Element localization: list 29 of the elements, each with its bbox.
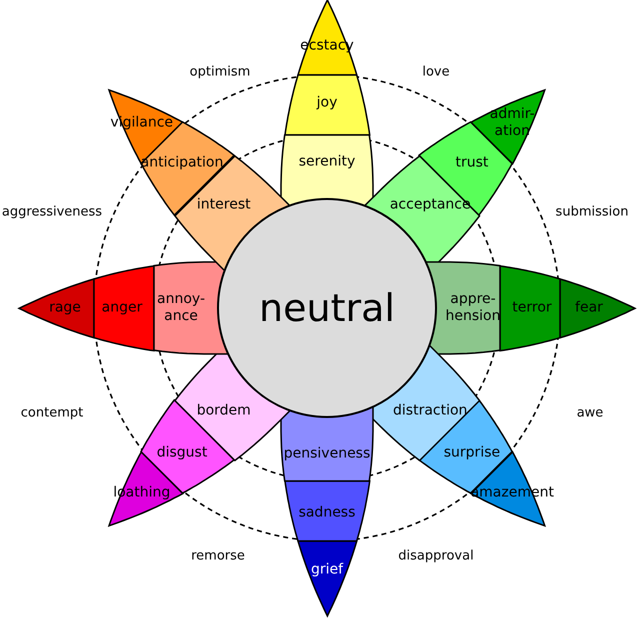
- emotion-label: distraction: [393, 402, 468, 420]
- emotion-label: grief: [310, 562, 344, 578]
- emotion-label: annoy-ance: [157, 291, 205, 325]
- emotion-label: trust: [455, 154, 488, 172]
- emotion-label: terror: [512, 299, 552, 316]
- emotion-label: rage: [49, 299, 81, 316]
- dyad-label: awe: [576, 406, 604, 420]
- dyad-label: submission: [556, 204, 628, 220]
- emotion-label: pensiveness: [284, 446, 370, 462]
- emotion-label: fear: [575, 299, 603, 316]
- emotion-label: sadness: [298, 504, 356, 522]
- emotion-label: serenity: [298, 154, 356, 170]
- emotion-label: acceptance: [390, 196, 471, 214]
- emotion-label: anger: [102, 299, 142, 316]
- dyad-label: disapproval: [398, 548, 474, 564]
- dyad-label: remorse: [191, 548, 245, 564]
- emotion-label: surprise: [444, 444, 500, 462]
- emotion-label: bordem: [196, 402, 251, 420]
- emotion-label: disgust: [156, 444, 208, 462]
- dyad-label: contempt: [20, 406, 84, 420]
- emotion-label: interest: [196, 196, 251, 214]
- emotion-label: neutral: [259, 286, 395, 330]
- emotion-label: anticipation: [140, 154, 224, 172]
- emotion-label: joy: [316, 94, 338, 112]
- emotion-label: admir-ation: [490, 106, 535, 140]
- dyad-label: aggressiveness: [2, 204, 102, 220]
- emotion-label: appre-hension: [446, 291, 500, 325]
- dyad-label: love: [422, 64, 450, 80]
- dyad-label: optimism: [190, 64, 250, 80]
